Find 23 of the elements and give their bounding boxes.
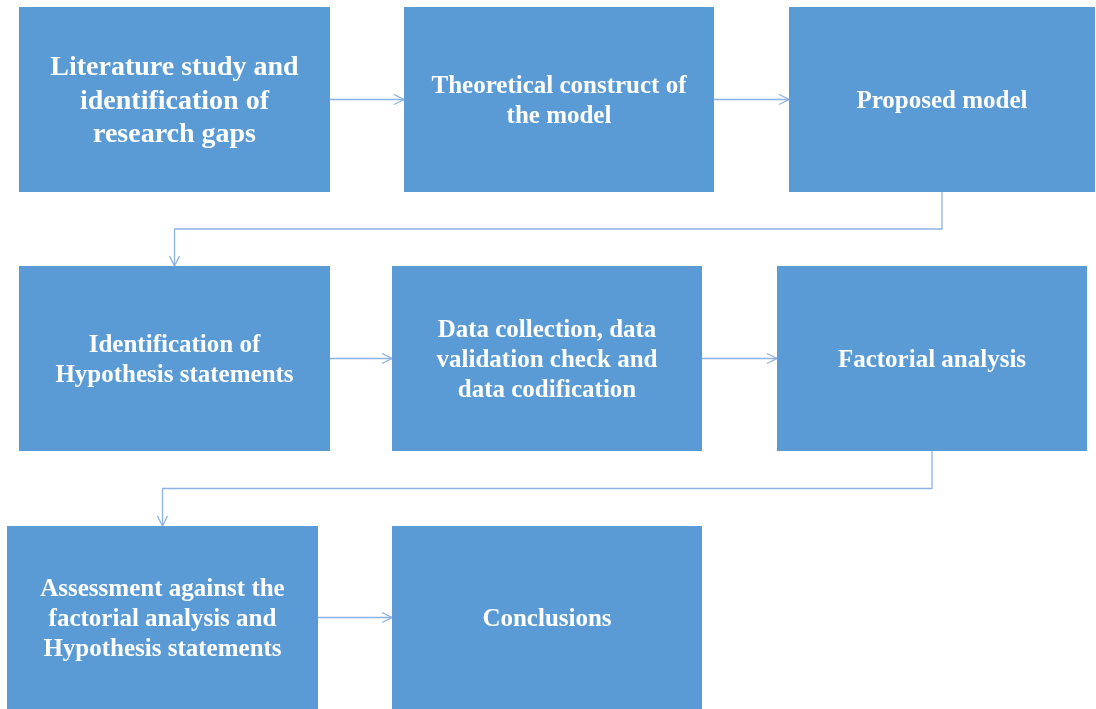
process-box [7,526,318,709]
arrow [329,93,405,106]
box-label: Identification of Hypothesis statements [54,328,295,389]
box-label: Conclusions [482,602,612,633]
arrow [168,191,943,267]
process-box [392,266,702,451]
box-label: Data collection, data validation check and data codification [435,313,659,404]
process-box [392,526,702,709]
box-label: Literature study and identification of research gaps [49,49,300,150]
process-box [19,266,330,451]
arrow [701,352,778,365]
arrow [329,352,393,365]
arrow [713,93,790,106]
arrow [156,450,933,527]
process-box [19,7,330,192]
process-box [789,7,1095,192]
process-box [404,7,714,192]
box-label: Theoretical construct of the model [430,69,688,130]
box-label: Proposed model [856,84,1028,115]
box-label: Assessment against the factorial analysis and Hypothesis statements [39,572,286,663]
box-label: Factorial analysis [837,343,1027,374]
process-box [777,266,1087,451]
arrow [317,611,393,624]
